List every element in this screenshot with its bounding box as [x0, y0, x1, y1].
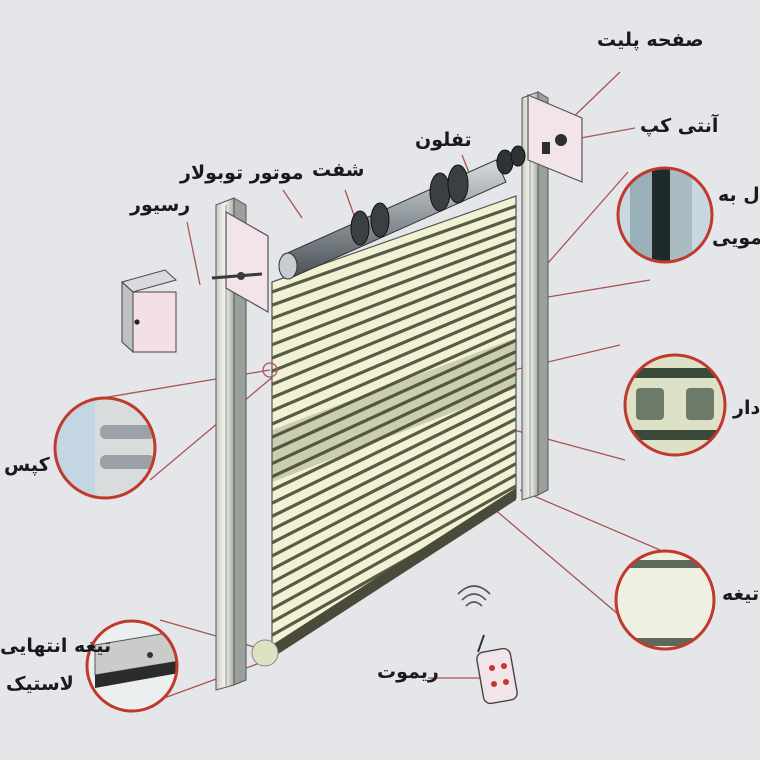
- slat-line: [272, 260, 516, 360]
- label-remote: ریموت: [377, 661, 439, 683]
- slat-line: [272, 439, 516, 571]
- left-bracket-plate: [211, 210, 269, 314]
- end-slat-marker: [251, 639, 279, 667]
- teflon-rings: [350, 164, 469, 246]
- label-slat: تیغه: [722, 583, 760, 605]
- callout-caps: [53, 396, 157, 500]
- slat-line: [272, 327, 516, 439]
- label-anti-cap: آنتی کپ: [640, 115, 719, 137]
- slat-line: [272, 406, 516, 532]
- caps-marker: [262, 362, 278, 378]
- label-shaft: شفت: [312, 159, 365, 181]
- slat-line: [272, 372, 516, 492]
- bottom-slat: [272, 488, 516, 658]
- label-receiver: رسیور: [130, 194, 191, 216]
- label-caps: کپس: [4, 454, 50, 476]
- slat-line: [272, 394, 516, 518]
- callout-end-slat: [85, 619, 179, 713]
- slat-line: [272, 282, 516, 386]
- slat-line: [272, 350, 516, 466]
- slat-line: [272, 417, 516, 545]
- slat-line: [272, 338, 516, 452]
- slat-line: [272, 305, 516, 413]
- callout-brush: [616, 166, 714, 264]
- slat-line: [272, 462, 516, 598]
- receiver-box-icon: [120, 269, 178, 354]
- slat-line: [272, 226, 516, 320]
- label-brush-line2: مویی: [712, 227, 760, 249]
- label-end-slat-line2: لاستیک: [6, 673, 74, 695]
- slat-line: [272, 249, 516, 347]
- slat-line: [272, 450, 516, 584]
- slat-line: [272, 473, 516, 611]
- label-slotted: دار: [733, 397, 760, 419]
- right-plate: [527, 94, 583, 183]
- label-plate: صفحه پلیت: [597, 29, 704, 51]
- callout-slotted: [623, 353, 727, 457]
- label-end-slat-line1: تیغه انتهایی: [0, 635, 112, 657]
- slat-line: [272, 271, 516, 373]
- label-teflon: تفلون: [415, 129, 472, 151]
- slat-line: [272, 361, 516, 479]
- label-tubular-motor: موتور توبولار: [180, 162, 304, 184]
- slat-line: [272, 428, 516, 558]
- right-guide-rail: [521, 91, 549, 501]
- wireless-signal-icon: [457, 585, 491, 607]
- slat-line: [272, 484, 516, 624]
- slat-line: [272, 294, 516, 400]
- label-brush-line1: ل به: [718, 184, 760, 206]
- slat-line: [272, 204, 516, 294]
- remote-control-icon: [476, 634, 518, 705]
- slat-line: [272, 215, 516, 307]
- tubular-shaft: [278, 145, 526, 280]
- slat-line: [272, 316, 516, 426]
- left-guide-rail: [215, 197, 247, 691]
- shaft-end-bearing: [496, 145, 526, 175]
- callout-slat: [614, 549, 716, 651]
- slat-line: [272, 238, 516, 334]
- slat-line: [272, 383, 516, 505]
